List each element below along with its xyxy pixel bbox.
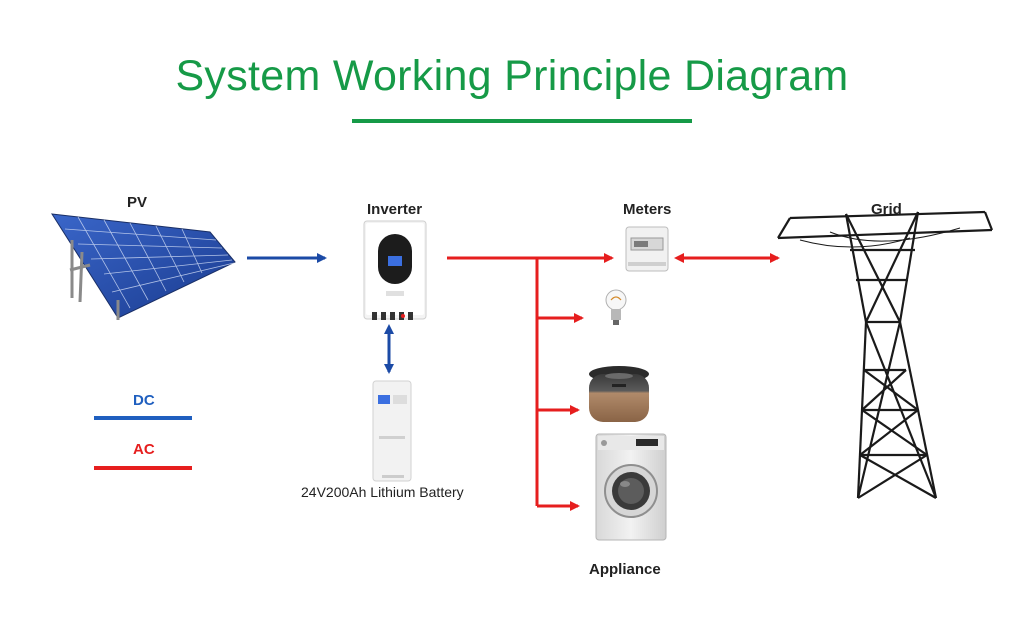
solar-panel-icon bbox=[51, 213, 236, 320]
page-title: System Working Principle Diagram bbox=[175, 52, 849, 100]
legend-ac-line bbox=[94, 466, 192, 470]
meter-icon bbox=[625, 226, 669, 272]
rice-cooker-icon bbox=[589, 366, 649, 422]
legend-ac-label: AC bbox=[133, 441, 155, 458]
legend-dc-label: DC bbox=[133, 392, 155, 409]
washing-machine-icon bbox=[595, 433, 667, 541]
battery-icon bbox=[372, 380, 412, 482]
meters-label: Meters bbox=[623, 201, 672, 218]
legend-dc-line bbox=[94, 416, 192, 420]
battery-label: 24V200Ah Lithium Battery bbox=[301, 484, 464, 500]
title-underline bbox=[352, 119, 692, 123]
pv-label: PV bbox=[127, 194, 148, 211]
ac-distribution-lines bbox=[447, 256, 539, 506]
appliance-label: Appliance bbox=[589, 561, 661, 578]
grid-label: Grid bbox=[871, 201, 902, 218]
transmission-tower-icon bbox=[777, 210, 994, 499]
light-bulb-icon bbox=[605, 289, 627, 325]
inverter-icon bbox=[363, 220, 427, 320]
inverter-label: Inverter bbox=[367, 201, 423, 218]
